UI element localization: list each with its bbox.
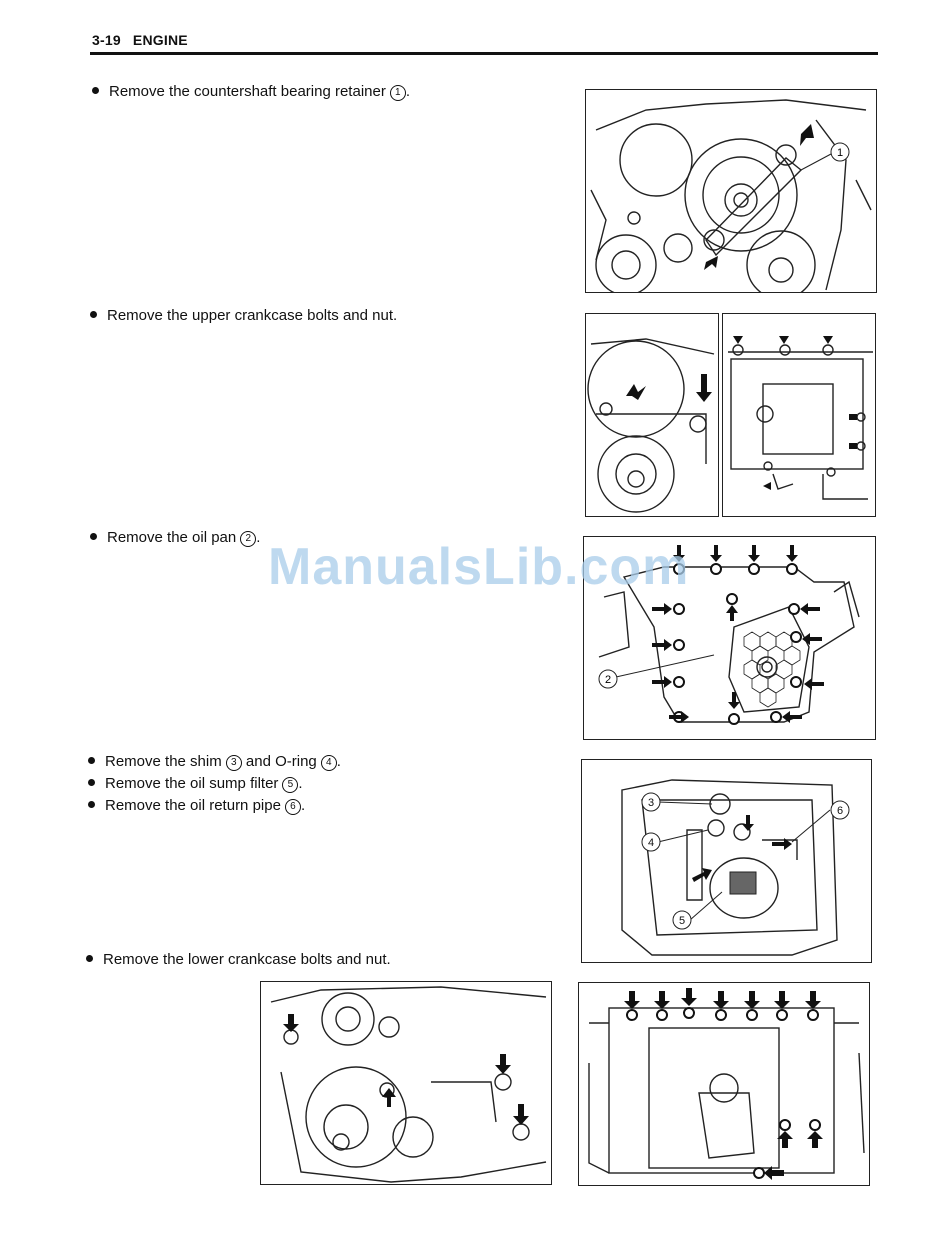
step-text: Remove the countershaft bearing retainer: [109, 83, 386, 100]
step-tail: .: [256, 529, 260, 546]
step-remove-retainer: Remove the countershaft bearing retainer…: [92, 81, 410, 103]
engine-drawing: 2: [584, 537, 875, 739]
bullet-dot: [90, 311, 97, 318]
figure-sump-filter: 3 4 5 6: [581, 759, 872, 963]
bullet-dot: [88, 757, 95, 764]
ref-callout: 1: [390, 85, 406, 101]
bullet-dot: [88, 779, 95, 786]
step-remove-upper-bolts: Remove the upper crankcase bolts and nut…: [90, 305, 397, 327]
page-header: 3-19 ENGINE: [92, 32, 188, 48]
bullet-dot: [90, 533, 97, 540]
step-text: Remove the shim: [105, 753, 222, 770]
engine-drawing: 3 4 5 6: [582, 760, 871, 962]
figure-upper-crankcase-left: [585, 313, 719, 517]
callout-label: 4: [648, 837, 654, 849]
callout-label: 5: [679, 915, 685, 927]
bullet-dot: [88, 801, 95, 808]
step-tail: .: [298, 775, 302, 792]
bullet-dot: [92, 87, 99, 94]
step-text: Remove the lower crankcase bolts and nut…: [103, 951, 391, 968]
bullet-dot: [86, 955, 93, 962]
step-text: Remove the upper crankcase bolts and nut…: [107, 307, 397, 324]
figure-lower-crankcase-left: [260, 981, 552, 1185]
step-remove-lower-bolts: Remove the lower crankcase bolts and nut…: [86, 949, 391, 971]
section-title: ENGINE: [133, 32, 188, 48]
ref-callout: 3: [226, 755, 242, 771]
step-tail: .: [337, 753, 341, 770]
engine-drawing: [586, 314, 718, 516]
ref-callout: 5: [282, 777, 298, 793]
step-text-mid: and O-ring: [246, 753, 317, 770]
step-tail: .: [301, 797, 305, 814]
step-text: Remove the oil return pipe: [105, 797, 281, 814]
step-text: Remove the oil pan: [107, 529, 236, 546]
engine-drawing: [723, 314, 875, 516]
callout-label: 3: [648, 797, 654, 809]
engine-drawing: [579, 983, 869, 1185]
page-number: 3-19: [92, 32, 121, 48]
ref-callout: 6: [285, 799, 301, 815]
callout-label: 6: [837, 805, 843, 817]
engine-drawing: 1: [586, 90, 876, 292]
filter-screen: [730, 872, 756, 894]
figure-lower-crankcase-right: [578, 982, 870, 1186]
callout-label: 2: [605, 674, 611, 686]
ref-callout: 4: [321, 755, 337, 771]
ref-callout: 2: [240, 531, 256, 547]
figure-oil-pan: 2: [583, 536, 876, 740]
step-tail: .: [406, 83, 410, 100]
step-text: Remove the oil sump filter: [105, 775, 278, 792]
figure-upper-crankcase-right: [722, 313, 876, 517]
figure-bearing-retainer: 1: [585, 89, 877, 293]
callout-label: 1: [837, 147, 843, 159]
header-rule: [90, 52, 878, 55]
engine-drawing: [261, 982, 551, 1184]
